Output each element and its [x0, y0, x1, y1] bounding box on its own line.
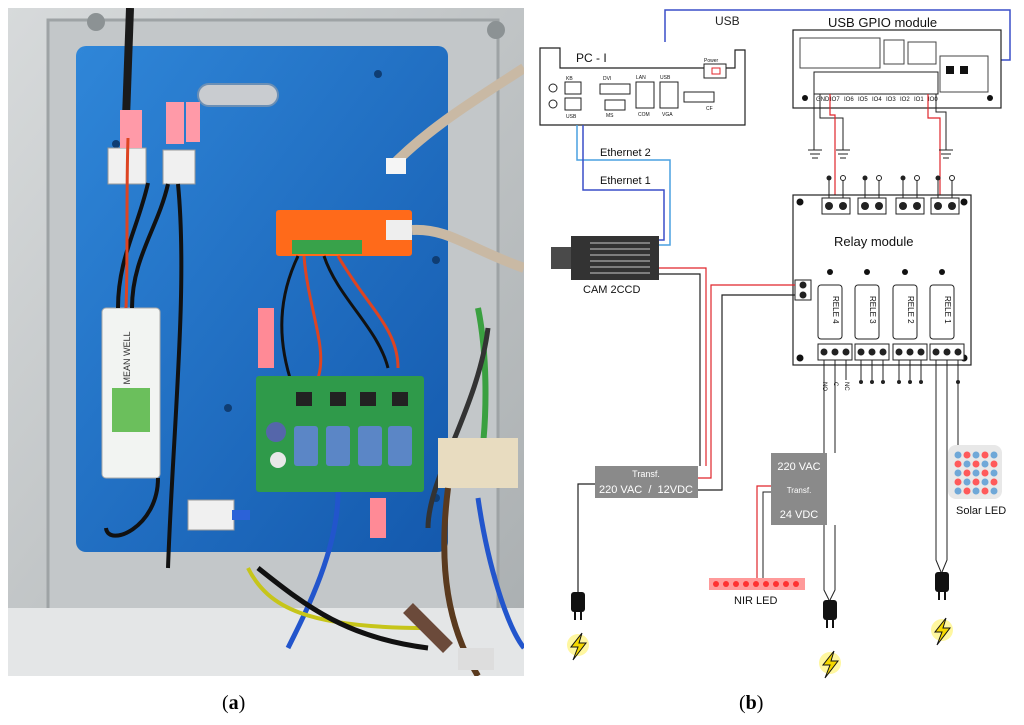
svg-text:VGA: VGA [662, 112, 673, 118]
svg-text:IO0: IO0 [928, 97, 938, 103]
svg-text:DVI: DVI [603, 76, 611, 82]
ethernet-cable-2 [576, 125, 671, 246]
transformer-220vac-24vdc [771, 453, 827, 525]
svg-text:MS: MS [606, 113, 614, 119]
nir-led-label: NIR LED [734, 595, 777, 607]
ethernet2-label: Ethernet 2 [600, 147, 651, 159]
solar-led-panel [948, 445, 1002, 499]
solar-led-label: Solar LED [956, 505, 1006, 517]
svg-text:GND: GND [816, 97, 830, 103]
cam-label: CAM 2CCD [583, 284, 641, 296]
power-plug-icon [935, 572, 949, 600]
ground-icon [808, 149, 953, 159]
relay-4-label: RELE 4 [831, 296, 840, 324]
svg-text:IO2: IO2 [900, 97, 910, 103]
ethernet-cable-1 [582, 125, 665, 241]
power-plug-icon [823, 600, 837, 628]
gpio-pins: GND IO7 IO6 IO5 IO4 IO3 IO2 IO1 IO0 [816, 97, 938, 103]
transformer-220vac-12vdc [595, 466, 698, 498]
svg-text:IO3: IO3 [886, 97, 896, 103]
svg-text:IO4: IO4 [872, 97, 882, 103]
wiring-diagram: USB USB GPIO module GND IO7 IO6 IO5 IO4 … [539, 9, 1011, 679]
usb-gpio-title: USB GPIO module [828, 15, 937, 30]
transf1-title: Transf. [632, 469, 660, 479]
screw-icon [87, 13, 105, 31]
nir-led-strip [709, 578, 805, 590]
svg-text:USB: USB [566, 114, 577, 120]
camera-icon [551, 236, 659, 280]
transf1-value: 220 VAC / 12VDC [599, 484, 693, 496]
svg-text:CF: CF [706, 106, 713, 112]
pc-port-labels: KB USB DVI LAN USB MS COM VGA CF Power [566, 58, 719, 120]
usb-cable [664, 9, 1011, 61]
terminal-block-icon [162, 149, 196, 185]
ethernet1-label: Ethernet 1 [600, 175, 651, 187]
relay-1-label: RELE 1 [943, 296, 952, 324]
relay-title: Relay module [834, 234, 914, 249]
svg-text:NC: NC [843, 382, 849, 391]
screw-icon [487, 21, 505, 39]
svg-text:COM: COM [638, 112, 650, 118]
pc-label: PC - I [576, 51, 607, 65]
lightning-bolt-icon [819, 650, 841, 679]
panel-label-a: (a) [222, 692, 246, 714]
svg-text:USB: USB [660, 75, 671, 81]
relay-3-label: RELE 3 [868, 296, 877, 324]
relay-units [817, 269, 955, 340]
svg-text:KB: KB [566, 76, 573, 82]
svg-text:LAN: LAN [636, 75, 646, 81]
svg-text:IO7: IO7 [830, 97, 840, 103]
transf2-top: 220 VAC [777, 461, 820, 473]
relay-2-label: RELE 2 [906, 296, 915, 324]
lightning-bolt-icon [931, 617, 953, 646]
transf2-title: Transf. [787, 486, 812, 495]
transf2-bottom: 24 VDC [780, 509, 819, 521]
power-plug-icon [571, 592, 585, 620]
panel-label-b: (b) [739, 692, 764, 714]
usb-label: USB [715, 14, 740, 28]
svg-text:IO1: IO1 [914, 97, 924, 103]
svg-text:IO5: IO5 [858, 97, 868, 103]
terminal-block-icon [187, 499, 235, 531]
svg-text:Power: Power [704, 58, 719, 64]
enclosure-photo: MEAN WELL [8, 8, 524, 676]
psu-label: MEAN WELL [122, 331, 132, 384]
lightning-bolt-icon [567, 632, 589, 661]
svg-text:IO6: IO6 [844, 97, 854, 103]
